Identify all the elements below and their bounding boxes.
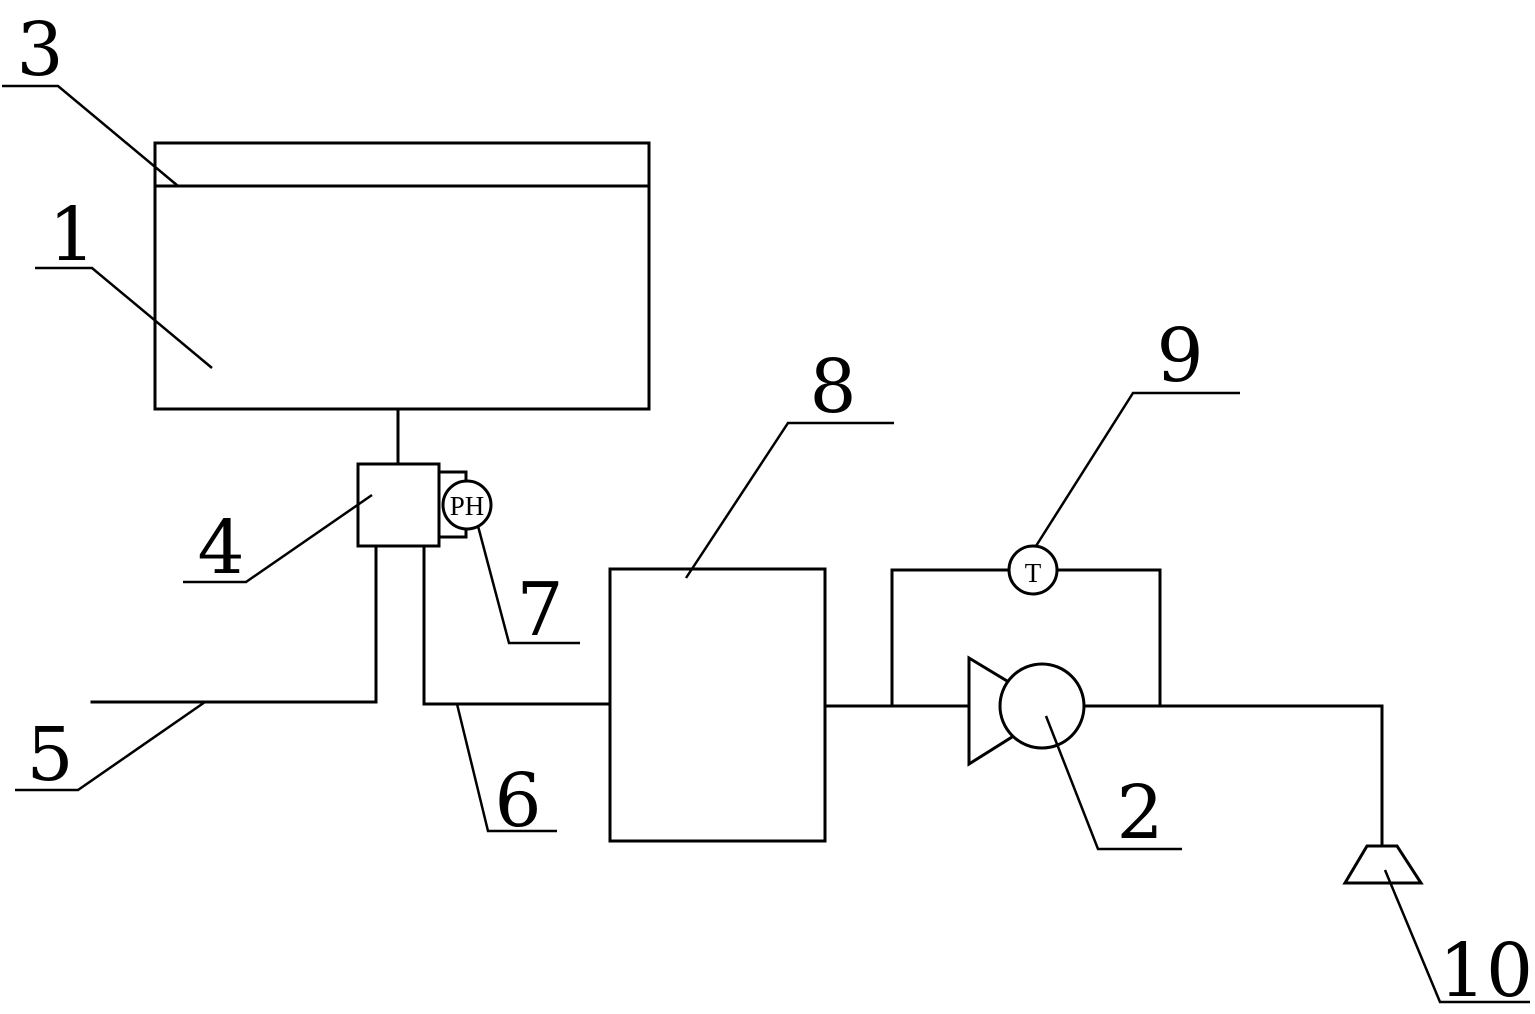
ph-gauge-label: PH [450, 491, 485, 521]
label-2: 2 [1116, 770, 1163, 856]
pump-body [998, 662, 1086, 750]
temperature-gauge-label: T [1025, 558, 1042, 588]
leader-4 [183, 493, 373, 584]
temperature-gauge-circle [1007, 544, 1059, 596]
label-8: 8 [809, 344, 856, 430]
label-5: 5 [26, 712, 73, 798]
leader-7 [476, 525, 580, 645]
pipe-6 [422, 544, 612, 706]
tank-body [153, 141, 651, 411]
label-10: 10 [1439, 928, 1533, 1014]
nozzle [1342, 844, 1424, 885]
label-4: 4 [197, 505, 244, 591]
pipe-5 [90, 544, 378, 704]
pipe-pump-to-nozzle [1082, 704, 1384, 848]
leader-6 [455, 703, 557, 833]
label-1: 1 [48, 192, 95, 278]
valve-block [356, 462, 441, 548]
label-6: 6 [494, 758, 541, 844]
leader-5 [15, 700, 206, 792]
leader-1 [35, 266, 213, 369]
leader-3 [2, 84, 179, 187]
ph-gauge-circle [441, 479, 493, 531]
leader-2 [1044, 715, 1182, 851]
unit-8-box [608, 567, 827, 843]
leader-10 [1383, 869, 1530, 1004]
leader-8 [684, 421, 894, 579]
leader-9 [1034, 391, 1240, 547]
label-9: 9 [1156, 313, 1203, 399]
label-7: 7 [516, 567, 563, 653]
label-3: 3 [16, 7, 63, 93]
